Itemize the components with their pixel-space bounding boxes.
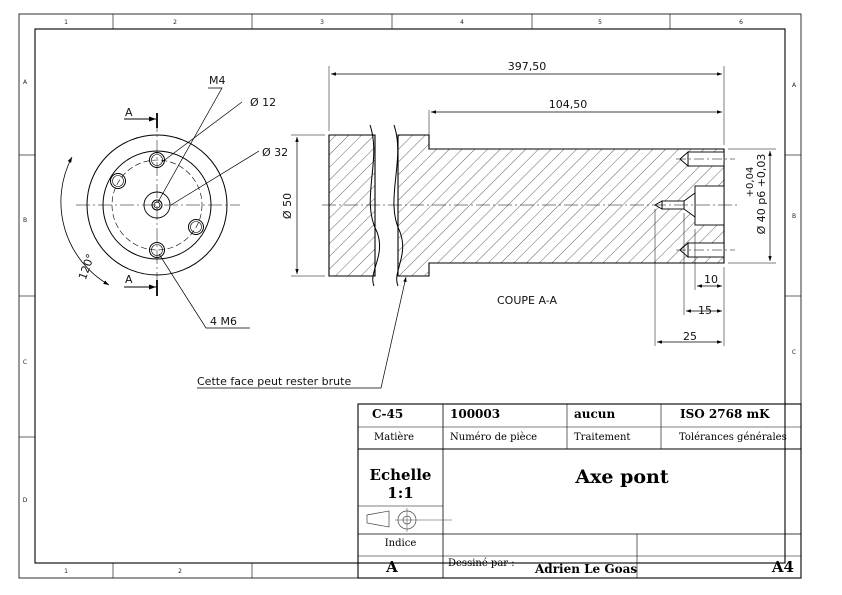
tolerance-value: ISO 2768 mK (680, 407, 770, 421)
dim-15-label: 15 (698, 304, 712, 317)
sheet-format: A4 (771, 558, 794, 576)
zone-left-d: D (23, 497, 28, 504)
m6-hole-right (188, 219, 204, 235)
rough-face-note: Cette face peut rester brute (197, 375, 351, 388)
drawn-by-value: Adrien Le Goas (535, 562, 638, 576)
section-label-top: A (125, 106, 133, 119)
section-view (322, 124, 740, 287)
part-number-value: 100003 (450, 407, 501, 421)
dim-104-label: 104,50 (549, 98, 588, 111)
material-label: Matière (374, 432, 415, 443)
tol-upper-label: +0,04 (745, 167, 756, 198)
zone-left-c: C (23, 359, 27, 366)
zone-bottom-2: 2 (178, 568, 182, 575)
dia50-label: Ø 50 (281, 193, 294, 219)
treatment-value: aucun (574, 407, 616, 421)
dim-10-label: 10 (704, 273, 718, 286)
section-title: COUPE A-A (497, 294, 557, 307)
dia12-label: Ø 12 (250, 96, 276, 109)
zone-right-b: B (792, 213, 796, 220)
m4-label: M4 (209, 74, 226, 87)
drawn-by-label: Dessiné par : (448, 558, 515, 569)
dia32-label: Ø 32 (262, 146, 288, 159)
m6-hole-left (110, 173, 126, 189)
zone-labels: 1 2 3 4 5 6 1 2 A B C D A B C (23, 19, 797, 575)
m6-hole-bottom (149, 242, 165, 258)
zone-left-b: B (23, 217, 27, 224)
zone-right-a: A (792, 82, 797, 89)
index-value: A (386, 558, 398, 576)
angle-label: 120° (76, 252, 97, 281)
zone-right-c: C (792, 349, 796, 356)
front-view (60, 87, 260, 329)
part-number-label: Numéro de pièce (450, 432, 538, 443)
projection-symbol-icon (366, 508, 452, 532)
section-label-bottom: A (125, 273, 133, 286)
zone-top-1: 1 (64, 19, 68, 26)
drawing-title: Axe pont (575, 466, 669, 488)
tolerance-label: Tolérances générales (679, 432, 787, 443)
section-labels: 397,50 104,50 Ø 50 +0,04 Ø 40 p6 +0,03 1… (197, 60, 768, 388)
zone-top-6: 6 (739, 19, 743, 26)
tol-lower-label: Ø 40 p6 +0,03 (755, 154, 768, 235)
section-dimensions (197, 66, 776, 389)
title-block (357, 403, 802, 579)
scale-value: 1:1 (387, 484, 414, 502)
m6-label: 4 M6 (210, 315, 237, 328)
zone-top-5: 5 (598, 19, 602, 26)
material-value: C-45 (372, 407, 404, 421)
zone-left-a: A (23, 79, 28, 86)
dim-25-label: 25 (683, 330, 697, 343)
zone-top-2: 2 (173, 19, 177, 26)
zone-top-3: 3 (320, 19, 324, 26)
scale-label: Echelle (369, 466, 432, 484)
zone-top-4: 4 (460, 19, 464, 26)
dim-397-label: 397,50 (508, 60, 547, 73)
zone-bottom-1: 1 (64, 568, 68, 575)
index-label: Indice (384, 538, 417, 549)
treatment-label: Traitement (574, 432, 631, 443)
